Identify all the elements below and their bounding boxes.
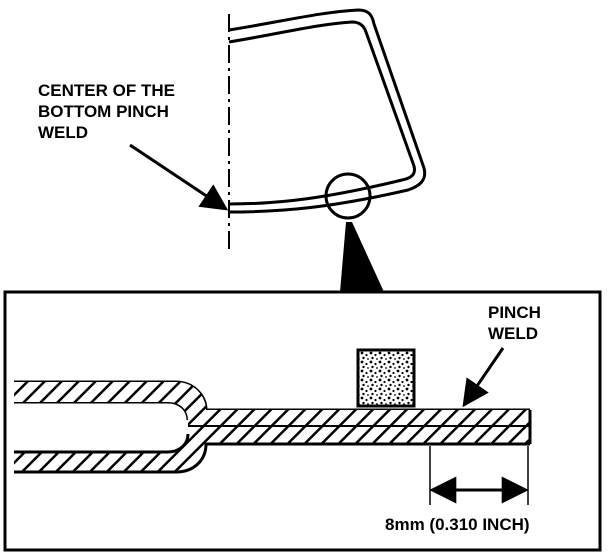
detail-circle — [324, 172, 372, 220]
windshield-outline — [228, 8, 427, 214]
pinch-weld-section — [14, 380, 532, 474]
dimension-marker — [429, 446, 529, 505]
center-label-line1: CENTER OF THE — [38, 81, 175, 100]
detail-pointer — [340, 222, 384, 292]
center-label-line3: WELD — [38, 123, 88, 142]
pinch-leader-arrow — [462, 347, 505, 408]
pinch-label-line1: PINCH — [488, 303, 541, 322]
center-leader-arrow — [129, 143, 229, 211]
center-label-line2: BOTTOM PINCH — [38, 102, 169, 121]
urethane-bead — [356, 348, 416, 408]
dimension-label: 8mm (0.310 INCH) — [385, 515, 530, 534]
pinch-label-line2: WELD — [488, 324, 538, 343]
